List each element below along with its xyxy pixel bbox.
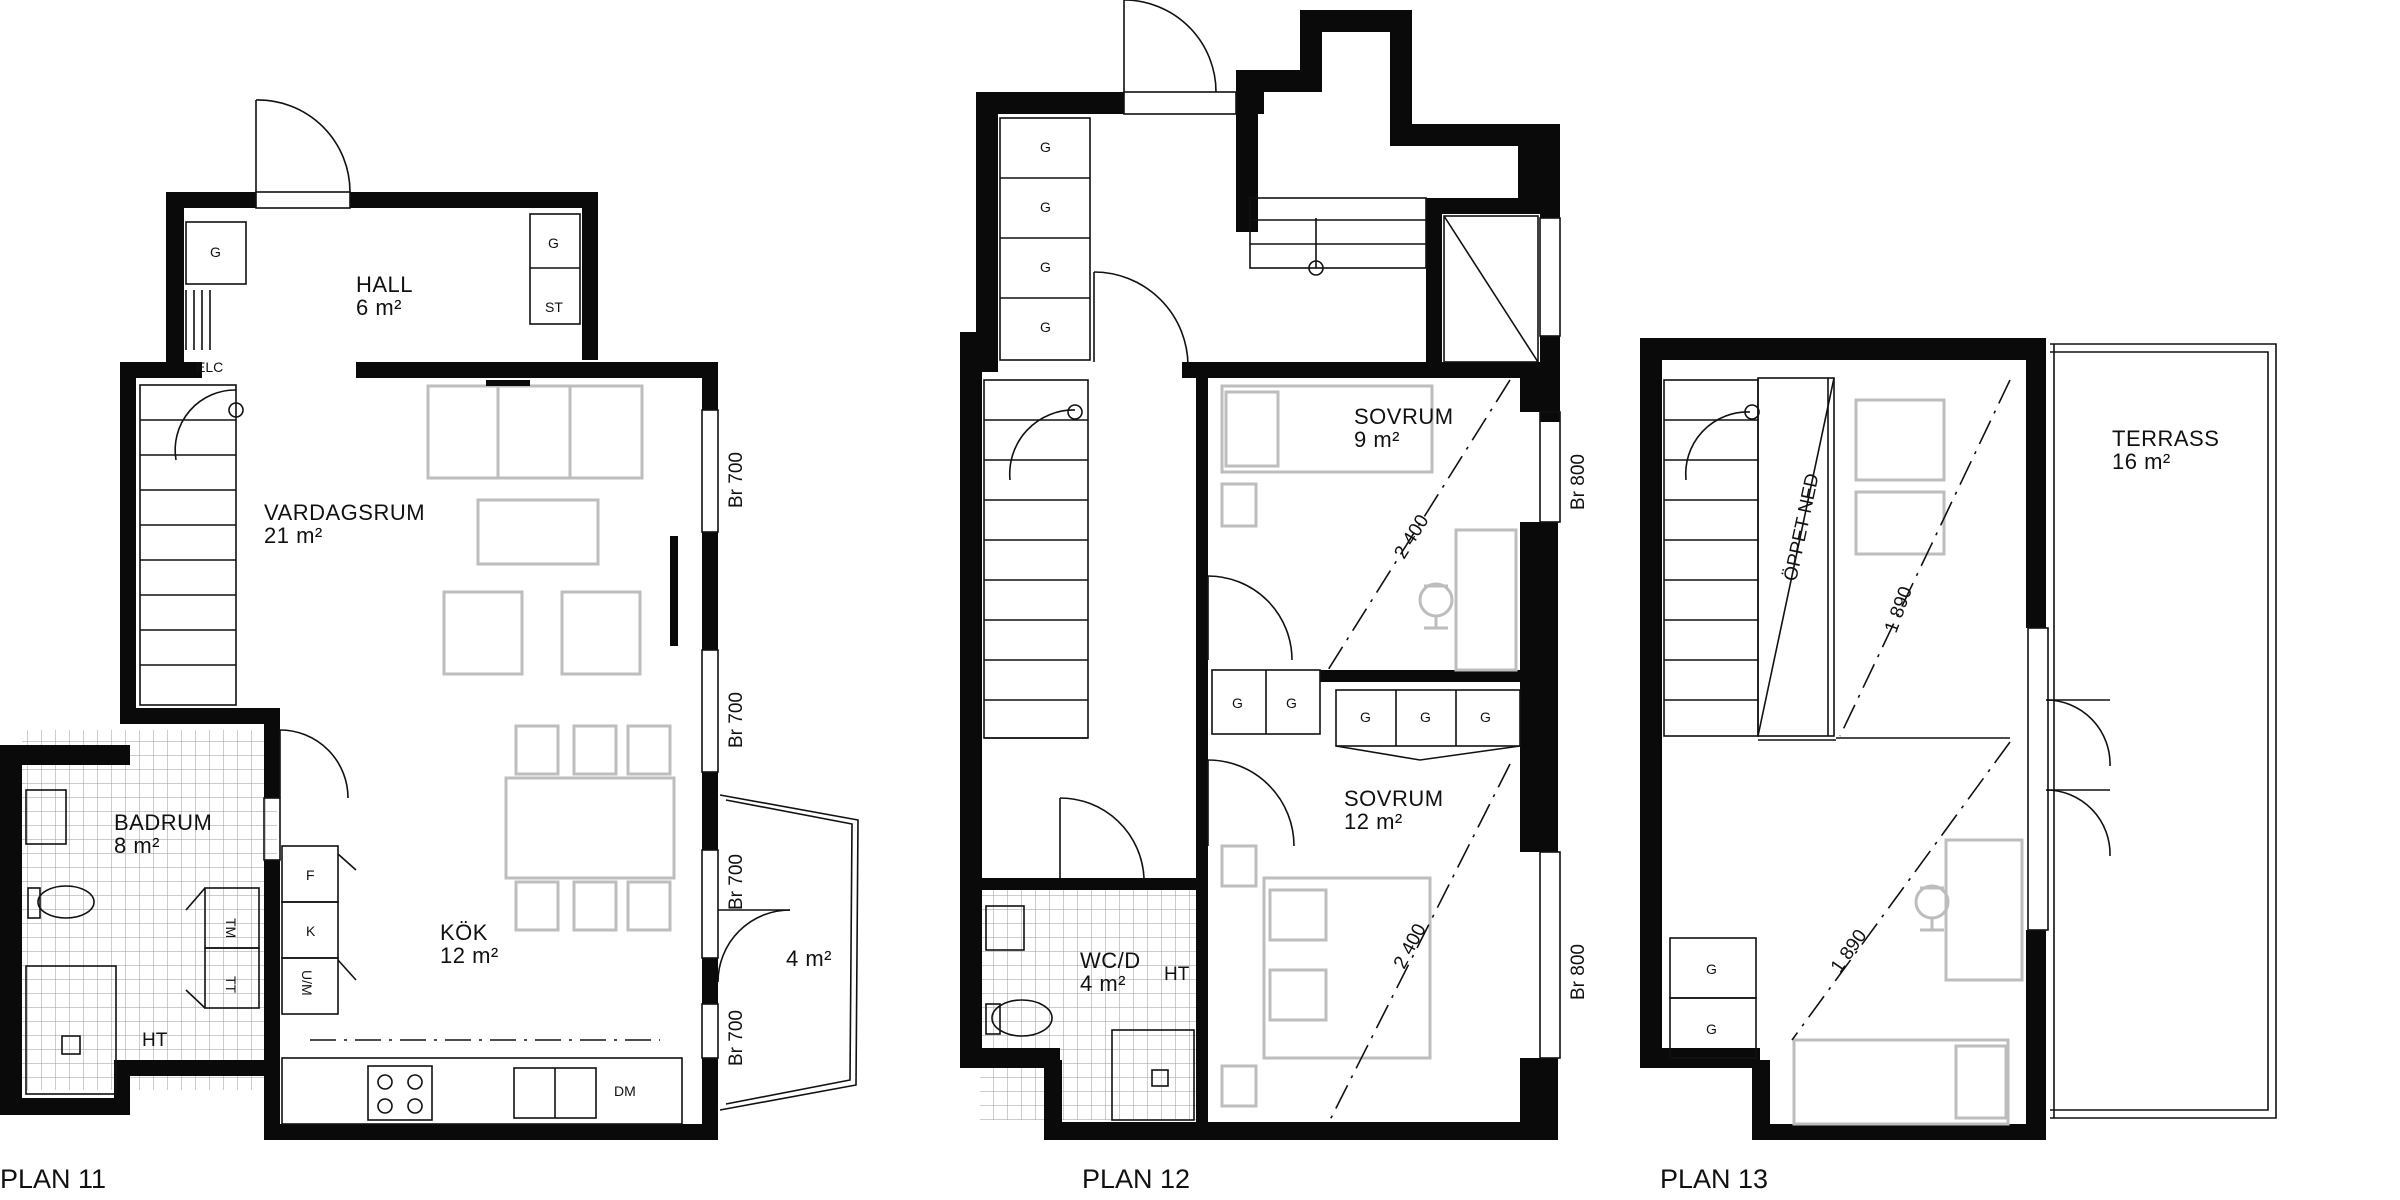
room-area-kok: 12 m² [440, 943, 499, 968]
plan-12-walls [960, 10, 1560, 1140]
washer-label: TM [223, 918, 239, 938]
plan-12-wardrobes [999, 117, 1091, 361]
wardrobe-label: G [1040, 259, 1051, 275]
window-label-br800-1: Br 800 [1568, 454, 1589, 510]
room-name-vardagsrum: VARDAGSRUM [264, 500, 425, 525]
kitchen-fixtures [281, 845, 683, 1125]
wardrobe-label: G [1360, 709, 1371, 725]
hanger-label: HT [142, 1030, 168, 1051]
open-below-note: ÖPPET NED [1780, 472, 1823, 583]
window-2 [701, 649, 719, 773]
room-area-sovrum-12: 12 m² [1344, 809, 1403, 834]
terrace-door-window[interactable] [2027, 627, 2111, 931]
room-area-hall: 6 m² [356, 295, 402, 320]
entrance-door[interactable] [255, 99, 351, 209]
hall-wardrobe-left [185, 221, 247, 285]
room-area-wc: 4 m² [1080, 971, 1126, 996]
plan-12: G G G G [960, 0, 1589, 1194]
plan-12-shaft [1443, 215, 1539, 363]
balcony-area: 4 m² [786, 946, 832, 971]
bedroom-12-door[interactable] [1207, 759, 1295, 847]
wardrobe-label: G [1286, 695, 1297, 711]
room-area-terrass: 16 m² [2112, 449, 2171, 474]
coat-rack [185, 290, 211, 350]
dimension-bedroom-9: 2 400 [1390, 511, 1433, 562]
wardrobe-label: G [1040, 319, 1051, 335]
plan-12-mid-wardrobes [1211, 669, 1521, 761]
wardrobe-label: G [548, 235, 559, 251]
bathroom-fixtures [25, 789, 260, 1095]
plan-title-12: PLAN 12 [1082, 1164, 1190, 1194]
storage-label: ST [545, 299, 563, 315]
wardrobe-label: G [1040, 139, 1051, 155]
room-name-sovrum-9: SOVRUM [1354, 404, 1454, 429]
hall-wardrobe-right [529, 213, 581, 325]
wardrobe-label: G [210, 244, 221, 260]
plan-13-walls [1640, 338, 2046, 1140]
window-label-br700-1: Br 700 [726, 452, 747, 508]
plan-11-walls [0, 192, 718, 1140]
wardrobe-label: G [1706, 961, 1717, 977]
stairs-plan-13 [1663, 379, 1760, 737]
open-to-below [1757, 377, 1836, 741]
stairs-plan-12 [983, 379, 1089, 739]
bedroom-12-furniture [1220, 763, 1511, 1125]
plan-12-entry-door[interactable] [1123, 0, 1237, 115]
plan-12-window-top [1539, 217, 1561, 337]
freezer-label: K [306, 923, 316, 939]
window-br800-bottom [1539, 851, 1561, 1059]
oven-label: U/M [299, 970, 315, 996]
wc-tile-floor [980, 890, 1202, 1120]
window-br800-top [1539, 411, 1561, 523]
wardrobe-label: G [1420, 709, 1431, 725]
dimension-upper: 1 890 [1881, 584, 1917, 636]
plan-11: G G ST ELC [0, 99, 859, 1194]
window-label-br700-3: Br 700 [726, 854, 747, 910]
balcony [717, 794, 859, 1111]
plan-title-13: PLAN 13 [1660, 1164, 1768, 1194]
room-name-badrum: BADRUM [114, 810, 212, 835]
wardrobe-label: G [1040, 199, 1051, 215]
bathroom-door[interactable] [263, 729, 349, 861]
wardrobe-label: G [1706, 1021, 1717, 1037]
electric-cabinet-label: ELC [196, 359, 223, 375]
window-label-br800-2: Br 800 [1568, 944, 1589, 1000]
plan-12-upper-stair [1249, 197, 1427, 276]
wc-door[interactable] [1059, 797, 1145, 879]
window-label-br700-2: Br 700 [726, 692, 747, 748]
dimension-lower: 1 890 [1827, 926, 1871, 977]
room-area-sovrum-9: 9 m² [1354, 427, 1400, 452]
plan-12-hall-door[interactable] [1093, 271, 1189, 367]
bedroom-9-door[interactable] [1207, 575, 1293, 661]
living-room-furniture [426, 380, 678, 932]
room-area-badrum: 8 m² [114, 833, 160, 858]
wardrobe-label: G [1480, 709, 1491, 725]
wc-fixtures [985, 905, 1195, 1121]
plan-13: ÖPPET NED 1 890 1 890 G G [1640, 338, 2277, 1194]
fridge-label: F [306, 867, 315, 883]
room-name-hall: HALL [356, 272, 413, 297]
wardrobe-label: G [1232, 695, 1243, 711]
plan-13-lower-furniture [1669, 741, 2024, 1126]
room-name-wc: WC/D [1080, 948, 1141, 973]
dishwasher-label: DM [614, 1083, 636, 1099]
room-name-kok: KÖK [440, 920, 488, 945]
stairs-plan-11 [139, 384, 244, 706]
window-label-br700-4: Br 700 [726, 1010, 747, 1066]
hanger-label: HT [1164, 964, 1190, 985]
plan-title-11: PLAN 11 [0, 1164, 106, 1194]
terrace [2050, 343, 2277, 1119]
window-1 [701, 409, 719, 533]
room-name-sovrum-12: SOVRUM [1344, 786, 1444, 811]
room-name-terrass: TERRASS [2112, 426, 2219, 451]
dimension-bedroom-12: 2 400 [1390, 921, 1431, 973]
window-4 [701, 1003, 719, 1059]
plan-13-upper-furniture [1836, 379, 2011, 739]
room-area-vardagsrum: 21 m² [264, 523, 323, 548]
bedroom-9-furniture [1220, 379, 1518, 672]
window-3 [701, 849, 719, 959]
dryer-label: TT [223, 976, 239, 994]
